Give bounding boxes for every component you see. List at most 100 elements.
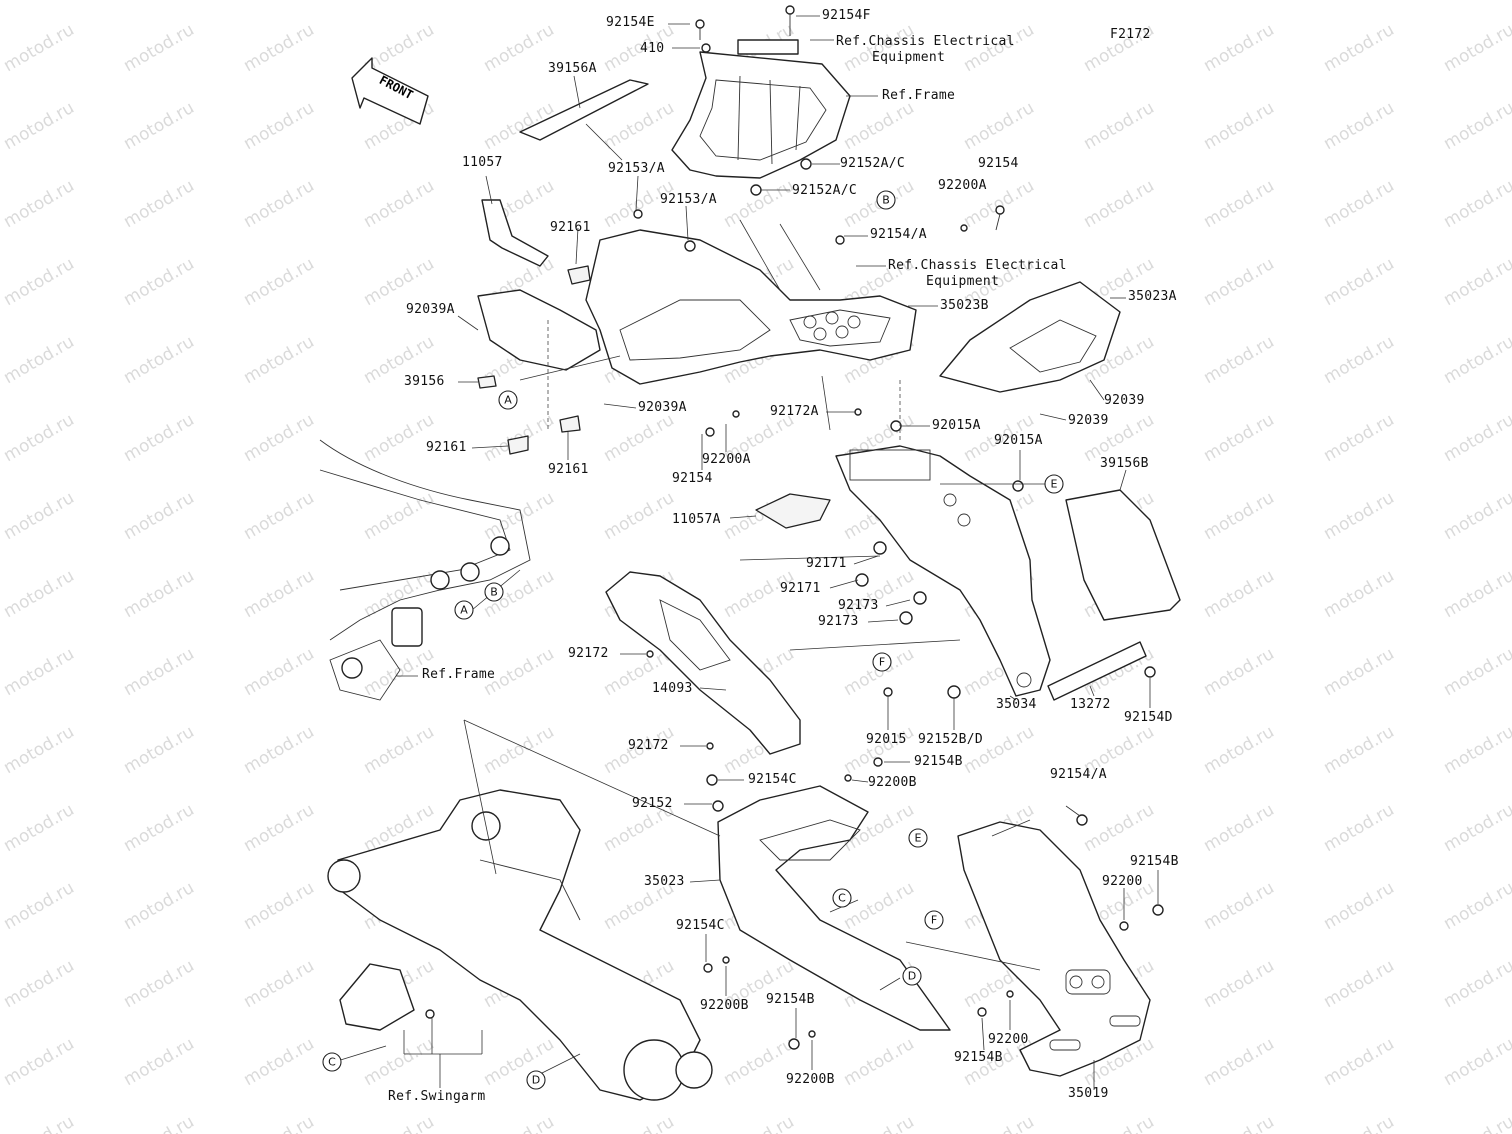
callout-C2: C bbox=[322, 1052, 342, 1072]
label-92173-1: 92173 bbox=[838, 598, 879, 613]
svg-text:B: B bbox=[882, 194, 890, 207]
label-ref-chassis-1b: Equipment bbox=[872, 50, 946, 65]
svg-text:F: F bbox=[931, 914, 937, 927]
label-92039A-2: 92039A bbox=[638, 400, 687, 415]
label-92154D: 92154D bbox=[1124, 710, 1173, 725]
fasteners bbox=[425, 5, 1164, 1050]
label-92154B-3: 92154B bbox=[766, 992, 815, 1007]
svg-text:C: C bbox=[838, 892, 846, 905]
label-92172A: 92172A bbox=[770, 404, 819, 419]
swingarm-assembly bbox=[327, 789, 713, 1101]
svg-text:D: D bbox=[532, 1074, 540, 1087]
callout-A2: A bbox=[454, 600, 474, 620]
gasket-39156B bbox=[1065, 489, 1181, 621]
tail-bracket-35034 bbox=[835, 445, 1051, 697]
label-35023A: 35023A bbox=[1128, 289, 1177, 304]
label-92154B-2: 92154B bbox=[1130, 854, 1179, 869]
side-cover-left bbox=[477, 289, 601, 371]
tail-cowl-35023 bbox=[717, 785, 951, 1031]
connection-lines bbox=[333, 219, 1046, 1079]
callout-C1: C bbox=[832, 888, 852, 908]
svg-text:C: C bbox=[328, 1056, 336, 1069]
under-tray bbox=[585, 229, 917, 385]
rear-frame-tray bbox=[671, 39, 851, 179]
callout-A1: A bbox=[498, 390, 518, 410]
plate-11057A bbox=[755, 493, 831, 529]
label-92200B-3: 92200B bbox=[786, 1072, 835, 1087]
label-92154B-4: 92154B bbox=[954, 1050, 1003, 1065]
label-11057A: 11057A bbox=[672, 512, 721, 527]
label-92171-2: 92171 bbox=[780, 581, 821, 596]
label-92172-2: 92172 bbox=[628, 738, 669, 753]
label-92200-1: 92200 bbox=[1102, 874, 1143, 889]
label-ref-frame-2: Ref.Frame bbox=[422, 667, 496, 682]
label-92015A-2: 92015A bbox=[994, 433, 1043, 448]
callout-E2: E bbox=[908, 828, 928, 848]
label-92015: 92015 bbox=[866, 732, 907, 747]
label-92161-1: 92161 bbox=[550, 220, 591, 235]
label-92154E: 92154E bbox=[606, 15, 655, 30]
rear-fender-35019 bbox=[957, 821, 1151, 1077]
label-92171-1: 92171 bbox=[806, 556, 847, 571]
svg-text:B: B bbox=[490, 586, 498, 599]
label-92154C-1: 92154C bbox=[748, 772, 797, 787]
label-ref-chassis-2b: Equipment bbox=[926, 274, 1000, 289]
callout-F2: F bbox=[924, 910, 944, 930]
label-92152AC-2: 92152A/C bbox=[792, 183, 858, 198]
label-39156A: 39156A bbox=[548, 61, 597, 76]
callout-F1: F bbox=[872, 652, 892, 672]
callout-D1: D bbox=[902, 966, 922, 986]
label-92154F: 92154F bbox=[822, 8, 871, 23]
pad-39156A bbox=[519, 79, 649, 141]
svg-text:A: A bbox=[460, 604, 468, 617]
label-92161-2: 92161 bbox=[426, 440, 467, 455]
callout-E1: E bbox=[1044, 474, 1064, 494]
bracket-13272 bbox=[1047, 641, 1147, 701]
label-92039A-1: 92039A bbox=[406, 302, 455, 317]
svg-text:D: D bbox=[908, 970, 916, 983]
label-39156B: 39156B bbox=[1100, 456, 1149, 471]
callout-D2: D bbox=[526, 1070, 546, 1090]
label-92039-1: 92039 bbox=[1104, 393, 1145, 408]
label-13272: 13272 bbox=[1070, 697, 1111, 712]
label-410: 410 bbox=[640, 41, 665, 56]
bracket-11057 bbox=[481, 199, 549, 267]
label-92039-2: 92039 bbox=[1068, 413, 1109, 428]
callout-B1: B bbox=[876, 190, 896, 210]
label-92200-2: 92200 bbox=[988, 1032, 1029, 1047]
label-ref-swingarm: Ref.Swingarm bbox=[388, 1089, 486, 1104]
svg-text:F: F bbox=[879, 656, 885, 669]
label-11057: 11057 bbox=[462, 155, 503, 170]
leader-lines bbox=[396, 15, 1159, 1090]
label-92172-1: 92172 bbox=[568, 646, 609, 661]
label-ref-frame-1: Ref.Frame bbox=[882, 88, 956, 103]
label-92161-3: 92161 bbox=[548, 462, 589, 477]
label-92154A-1: 92154/A bbox=[870, 227, 927, 242]
label-35019: 35019 bbox=[1068, 1086, 1109, 1101]
label-92200B-1: 92200B bbox=[868, 775, 917, 790]
label-35023: 35023 bbox=[644, 874, 685, 889]
side-cover-35023A bbox=[939, 281, 1121, 393]
label-92200B-2: 92200B bbox=[700, 998, 749, 1013]
label-92200A-2: 92200A bbox=[702, 452, 751, 467]
svg-text:A: A bbox=[504, 394, 512, 407]
label-92015A-1: 92015A bbox=[932, 418, 981, 433]
svg-text:E: E bbox=[1051, 478, 1058, 491]
frame-section-left bbox=[319, 439, 531, 701]
label-92154C-2: 92154C bbox=[676, 918, 725, 933]
label-92153A-1: 92153/A bbox=[608, 161, 665, 176]
figure-id: F2172 bbox=[1110, 27, 1151, 42]
label-92152BD: 92152B/D bbox=[918, 732, 984, 747]
label-ref-chassis-2: Ref.Chassis Electrical bbox=[888, 258, 1067, 273]
front-arrow-icon: FRONT bbox=[351, 57, 429, 125]
label-14093: 14093 bbox=[652, 681, 693, 696]
label-92153A-2: 92153/A bbox=[660, 192, 717, 207]
label-39156: 39156 bbox=[404, 374, 445, 389]
label-92154A-2: 92154/A bbox=[1050, 767, 1107, 782]
label-35023B: 35023B bbox=[940, 298, 989, 313]
label-ref-chassis-1: Ref.Chassis Electrical bbox=[836, 34, 1015, 49]
label-92200A: 92200A bbox=[938, 178, 987, 193]
label-92152: 92152 bbox=[632, 796, 673, 811]
